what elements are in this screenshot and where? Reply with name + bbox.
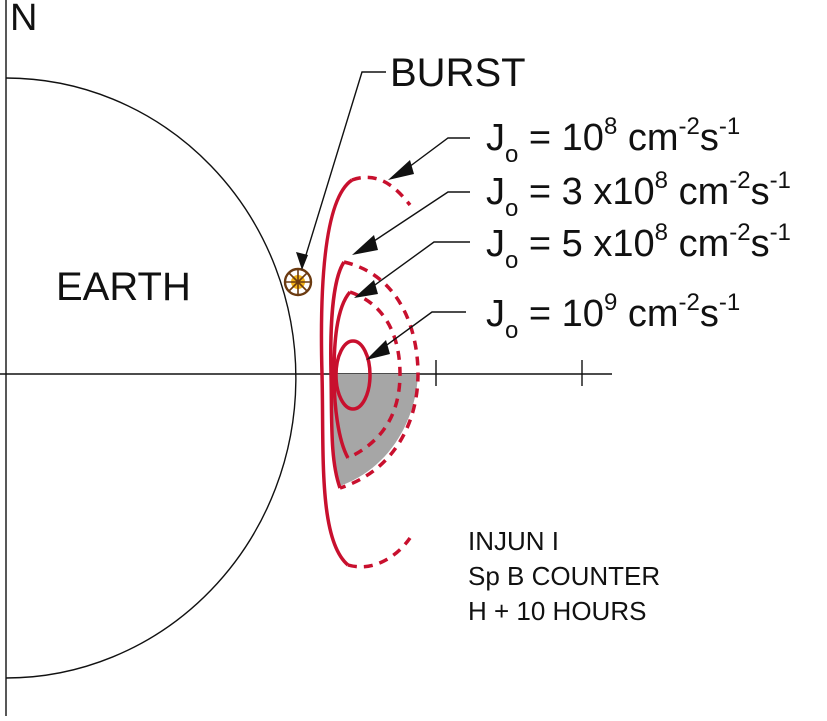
contour-5e8-dashed [347, 290, 402, 460]
flux-units: cm [679, 171, 730, 213]
flux-per: s [700, 293, 719, 335]
flux-per-exp: -1 [770, 219, 791, 246]
burst-pointer [301, 71, 386, 269]
note-counter: Sp B COUNTER [468, 561, 660, 591]
flux-label-3e8: Jo = 3 x108 cm-2s-1 [486, 167, 791, 222]
flux-space [617, 293, 628, 335]
arrowhead-5e8 [354, 280, 378, 298]
flux-prefix: J [486, 171, 505, 213]
flux-space [617, 117, 628, 159]
flux-units-exp: -2 [679, 289, 700, 316]
flux-subscript: o [505, 195, 518, 222]
flux-exponent: 8 [655, 167, 668, 194]
flux-equals: = [518, 223, 561, 265]
burst-arrowhead [296, 252, 308, 270]
flux-coefficient: 10 [562, 293, 604, 335]
flux-exponent: 9 [604, 289, 617, 316]
flux-per-exp: -1 [719, 289, 740, 316]
flux-space [668, 171, 679, 213]
flux-per: s [751, 171, 770, 213]
burst-label: BURST [390, 51, 526, 95]
shaded-region [331, 374, 418, 486]
earth-label: EARTH [56, 265, 191, 309]
flux-per-exp: -1 [719, 113, 740, 140]
flux-coefficient: 3 x10 [562, 171, 655, 213]
flux-prefix: J [486, 293, 505, 335]
flux-per-exp: -1 [770, 167, 791, 194]
flux-units-exp: -2 [729, 219, 750, 246]
pointer-3e8 [367, 191, 470, 246]
contour-1e9-loop [334, 339, 372, 411]
earth-outline [5, 77, 297, 679]
flux-equals: = [518, 171, 561, 213]
flux-per: s [751, 223, 770, 265]
contour-3e8-dashed [339, 260, 420, 490]
flux-units: cm [679, 223, 730, 265]
note-time: H + 10 HOURS [468, 596, 646, 626]
flux-units: cm [628, 293, 679, 335]
flux-units: cm [628, 117, 679, 159]
flux-subscript: o [505, 317, 518, 344]
flux-coefficient: 5 x10 [562, 223, 655, 265]
arrowhead-3e8 [352, 235, 378, 255]
burst-icon [283, 267, 313, 297]
contour-1e8-dashed-south [347, 536, 412, 569]
contour-1e8-solid [319, 178, 354, 567]
arrowhead-1e8 [388, 160, 414, 180]
flux-subscript: o [505, 141, 518, 168]
note-satellite: INJUN I [468, 526, 559, 556]
pointer-5e8 [367, 241, 470, 291]
flux-prefix: J [486, 223, 505, 265]
contour-1e8-dashed-north [351, 175, 412, 207]
flux-label-5e8: Jo = 5 x108 cm-2s-1 [486, 219, 791, 274]
flux-coefficient: 10 [562, 117, 604, 159]
flux-label-1e9: Jo = 109 cm-2s-1 [486, 289, 740, 344]
flux-exponent: 8 [655, 219, 668, 246]
contour-3e8-solid [329, 261, 346, 489]
arrowhead-1e9 [366, 340, 390, 360]
flux-units-exp: -2 [729, 167, 750, 194]
flux-units-exp: -2 [679, 113, 700, 140]
flux-per: s [700, 117, 719, 159]
pointer-1e9 [379, 311, 466, 351]
north-label: N [10, 0, 37, 39]
flux-space [668, 223, 679, 265]
flux-equals: = [518, 117, 561, 159]
flux-prefix: J [486, 117, 505, 159]
flux-equals: = [518, 293, 561, 335]
contour-5e8-solid [332, 290, 352, 459]
flux-subscript: o [505, 247, 518, 274]
flux-label-1e8: Jo = 108 cm-2s-1 [486, 113, 740, 168]
flux-exponent: 8 [604, 113, 617, 140]
pointer-1e8 [404, 137, 470, 171]
